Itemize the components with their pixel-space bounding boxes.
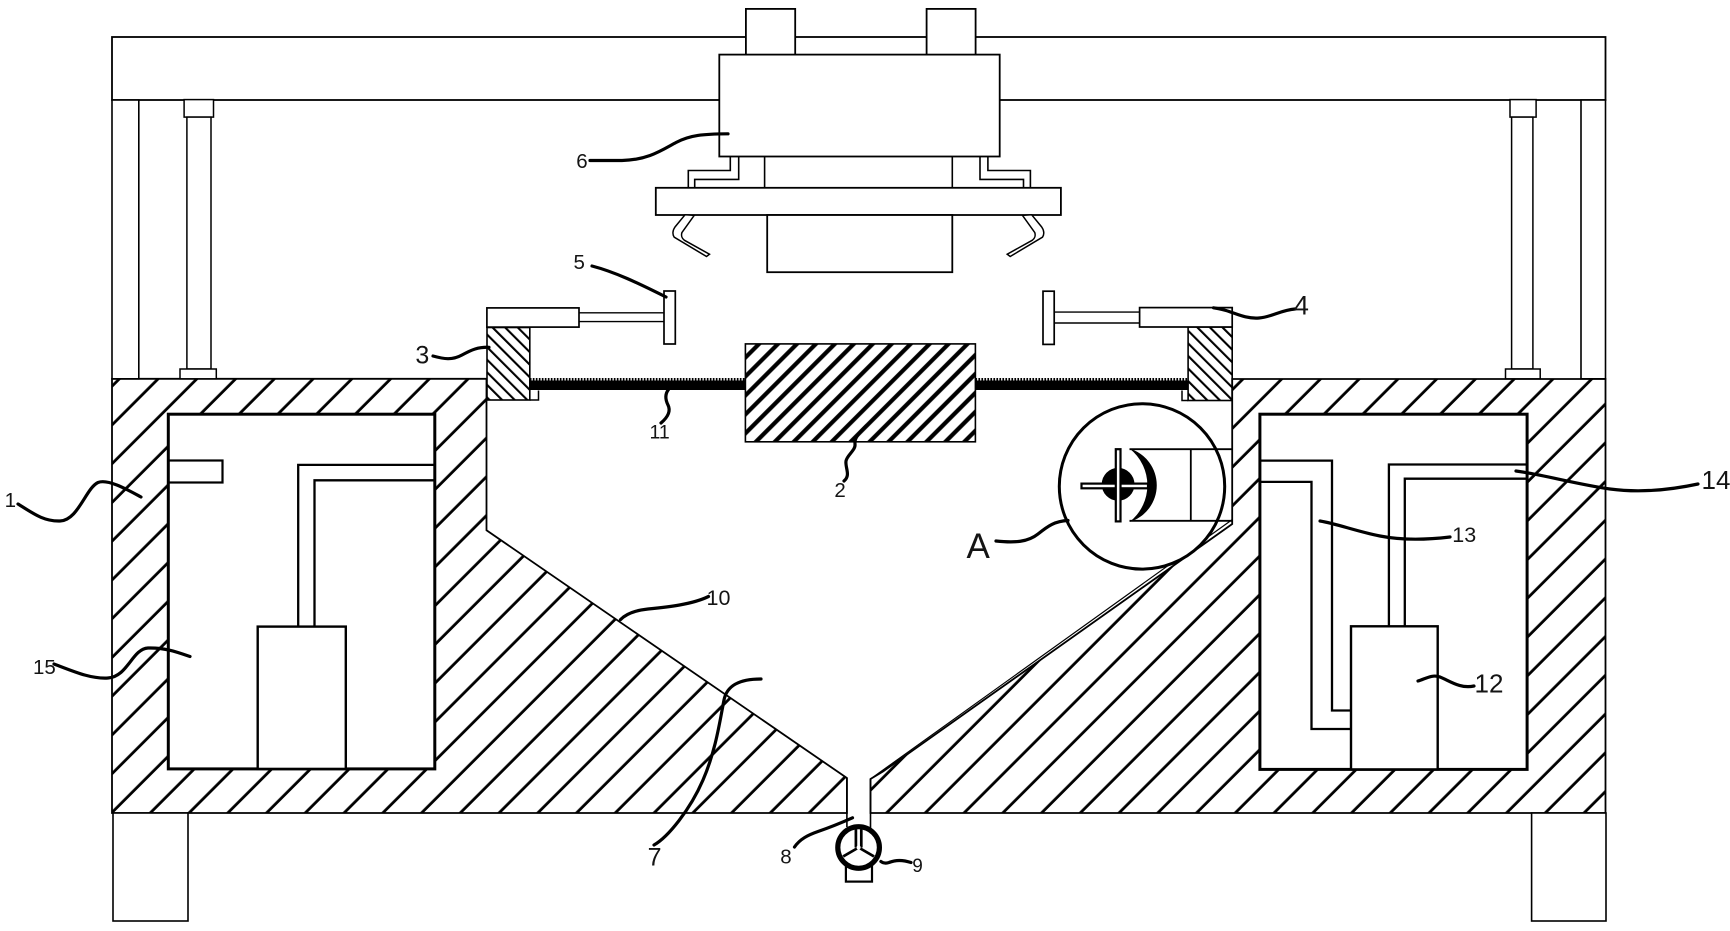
svg-text:4: 4: [1294, 291, 1309, 321]
svg-text:6: 6: [576, 150, 587, 173]
svg-text:10: 10: [707, 586, 731, 610]
svg-text:12: 12: [1475, 669, 1504, 699]
svg-text:A: A: [967, 527, 991, 566]
svg-text:13: 13: [1452, 523, 1476, 547]
svg-text:2: 2: [834, 479, 845, 502]
svg-text:8: 8: [780, 846, 791, 869]
svg-text:11: 11: [650, 421, 670, 443]
svg-text:15: 15: [33, 656, 56, 679]
svg-text:5: 5: [574, 251, 585, 274]
svg-text:3: 3: [415, 341, 429, 369]
svg-text:7: 7: [648, 843, 662, 871]
svg-text:14: 14: [1702, 465, 1730, 495]
svg-text:9: 9: [912, 856, 923, 877]
svg-text:1: 1: [5, 489, 16, 512]
